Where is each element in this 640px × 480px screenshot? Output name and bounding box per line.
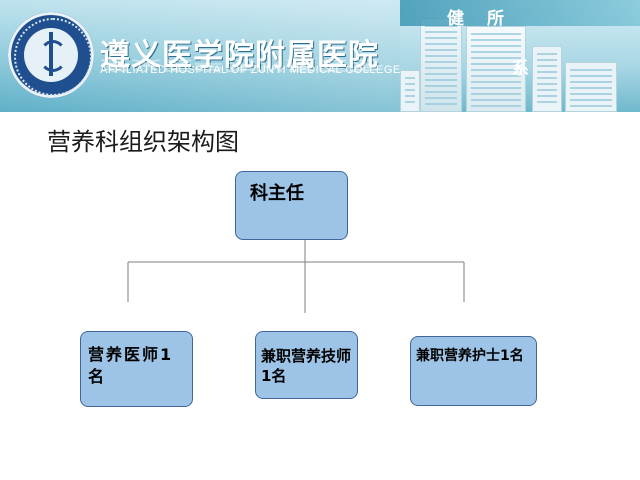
org-node-nutrition-nurse: 兼职营养护士1名 (410, 336, 537, 406)
building (565, 62, 617, 112)
snake-icon (39, 40, 67, 72)
building (466, 26, 526, 112)
slogan-bar (400, 0, 640, 26)
building (400, 70, 420, 112)
page-title: 营养科组织架构图 (47, 128, 239, 156)
building-windows (570, 69, 612, 107)
building-windows (537, 53, 557, 107)
building-windows (471, 33, 521, 107)
hospital-name-cn: 遵义医学院附属医院 (100, 38, 379, 73)
slogan-char: 健 (447, 9, 464, 29)
hospital-seal-logo (8, 12, 94, 98)
building (420, 18, 462, 112)
org-node-nutrition-technician: 兼职营养技师1名 (255, 331, 358, 399)
slogan-char: 系 (512, 59, 529, 79)
header-banner: 遵义医学院附属医院 AFFILIATED HOSPITAL OF ZUNYI M… (0, 0, 640, 112)
org-node-label: 营养医师1名 (88, 345, 174, 386)
slogan-char: 所 (487, 9, 504, 29)
building-windows (405, 77, 415, 107)
seal-ring (14, 18, 92, 96)
org-node-department-head: 科主任 (235, 171, 348, 240)
hospital-name-en: AFFILIATED HOSPITAL OF ZUNYI MEDICAL COL… (100, 64, 401, 76)
org-node-dietitian: 营养医师1名 (80, 331, 193, 407)
org-node-label: 兼职营养技师1名 (261, 347, 352, 386)
org-node-label: 兼职营养护士1名 (416, 348, 524, 364)
building (532, 46, 562, 112)
building-windows (425, 25, 457, 107)
org-node-label: 科主任 (250, 183, 304, 204)
